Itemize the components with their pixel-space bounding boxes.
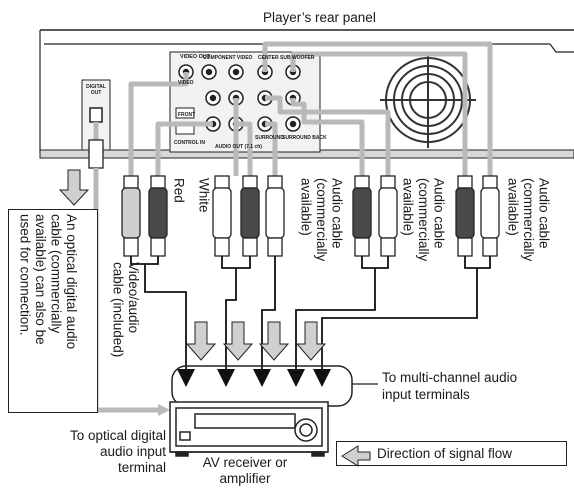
rca-plugs [88,139,500,257]
av-receiver [169,401,329,457]
optical-arrowhead [158,404,170,416]
panel-label-front: FRONT [178,112,196,118]
panel-label-surround-back: SURROUND BACK [282,135,327,141]
player-rear-panel [39,29,574,159]
panel-label-center: CENTER [258,55,279,61]
panel-label-audio-out: AUDIO OUT (7.1 ch) [215,144,262,150]
optical-jack [89,107,103,123]
rear-panel-title: Player’s rear panel [263,10,376,25]
control-in-jack [175,107,195,119]
label-video-audio-cable: Video/audio cable (included) [110,262,142,358]
label-audio-cable-3: Audio cable (commercially available) [505,178,552,262]
panel-label-control-in: CONTROL IN [174,140,206,146]
panel-label-digital-out: DIGITAL OUT [86,84,106,96]
receiver-label-1: AV receiver or [202,455,288,470]
panel-label-video: VIDEO [178,80,194,86]
receiver-label-2: amplifier [219,471,271,486]
label-audio-cable-1: Audio cable (commercially available) [298,178,345,262]
label-audio-cable-2: Audio cable (commercially available) [400,178,447,262]
optical-note-text: An optical digital audio cable (commerci… [17,214,80,350]
panel-label-surround: SURROUND [255,135,284,141]
panel-label-video-out: VIDEO OUT [180,54,211,60]
optical-input-label-2: audio input [99,444,166,459]
panel-cables [93,41,493,176]
signal-flow-arrows [58,169,327,361]
optical-note-box: An optical digital audio cable (commerci… [8,209,98,413]
label-white: White [196,178,212,213]
optical-input-label-3: terminal [117,460,166,475]
optical-input-label-1: To optical digital [69,428,166,443]
label-red: Red [171,178,187,203]
legend-text: Direction of signal flow [377,446,513,461]
panel-label-component: COMPONENT VIDEO [203,55,253,61]
panel-label-sub: SUB WOOFER [280,55,315,61]
fan-vent [380,52,476,148]
multi-channel-label-1: To multi-channel audio [382,370,518,385]
legend: Direction of signal flow [336,441,567,466]
multi-channel-label-2: input terminals [382,387,470,402]
